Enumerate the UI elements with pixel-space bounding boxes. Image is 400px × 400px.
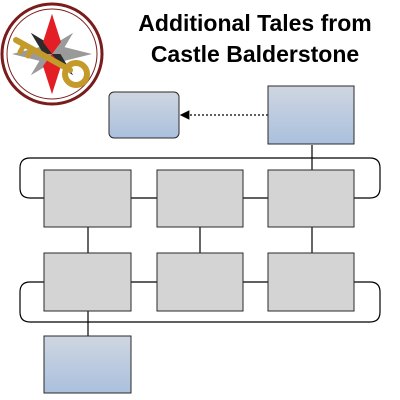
box-row2-col2 xyxy=(156,252,244,312)
box-row1-col2 xyxy=(156,169,244,228)
box-row1-col1 xyxy=(43,169,132,228)
box-top-right xyxy=(267,85,355,145)
boxes xyxy=(43,85,355,394)
connectors xyxy=(19,110,381,336)
title-line-1: Additional Tales from xyxy=(138,10,372,36)
loop-row2 xyxy=(19,281,381,323)
box-row1-col3 xyxy=(267,169,355,228)
box-top-left xyxy=(108,91,180,139)
key-icon xyxy=(13,37,90,88)
logo-icon xyxy=(0,2,104,106)
box-row2-col3 xyxy=(267,252,355,312)
box-row2-col1 xyxy=(43,252,132,312)
box-bottom xyxy=(43,335,132,394)
loop-row1 xyxy=(19,157,381,199)
title-line-2: Castle Balderstone xyxy=(150,41,360,67)
